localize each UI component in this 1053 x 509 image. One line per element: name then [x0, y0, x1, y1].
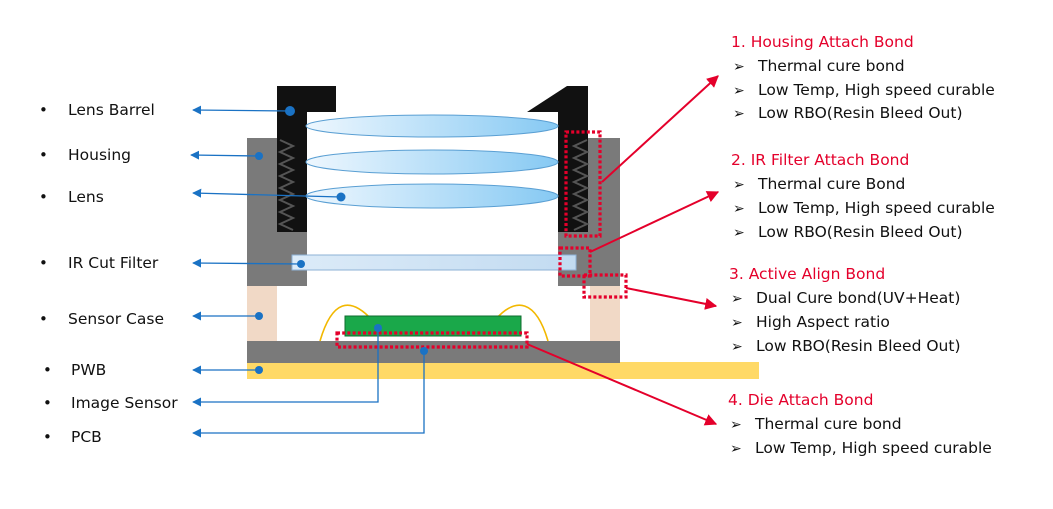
arrow-marker: ➢: [731, 315, 743, 331]
bullet: •: [43, 428, 52, 446]
dot-pwb: [255, 366, 263, 374]
wire-bond-right: [494, 304, 549, 342]
dot-lens: [336, 192, 346, 202]
label-lens-barrel: Lens Barrel: [68, 101, 155, 119]
arrow-marker: ➢: [730, 417, 742, 433]
lens-element-2: [305, 149, 559, 175]
die-attach-bond-area: [335, 331, 529, 349]
label-ir-cut-filter: IR Cut Filter: [68, 254, 159, 272]
bond-property: Low Temp, High speed curable: [755, 439, 992, 457]
bond-property: Low Temp, High speed curable: [758, 199, 995, 217]
callout-image-sensor: [192, 328, 379, 407]
pwb: [247, 362, 759, 379]
ir-filter-attach-bond-area: [558, 246, 592, 278]
bond-property: High Aspect ratio: [756, 313, 890, 331]
bullet: •: [43, 361, 52, 379]
label-sensor-case: Sensor Case: [68, 310, 164, 328]
dot-image-sensor: [374, 324, 382, 332]
arrow-marker: ➢: [730, 441, 742, 457]
callout-lens-barrel: [192, 105, 291, 115]
callout-pcb: [192, 351, 425, 438]
dot-sensor-case: [255, 312, 263, 320]
bullet: •: [39, 254, 48, 272]
callout-dots: [255, 106, 428, 374]
bond-group-die-attach: 4. Die Attach Bond ➢ Thermal cure bond ➢…: [728, 391, 992, 457]
bond-property: Dual Cure bond(UV+Heat): [756, 289, 960, 307]
housing-attach-bond-area: [564, 130, 602, 238]
sensor-case-right: [590, 286, 620, 342]
bond-property: Thermal cure Bond: [757, 175, 905, 193]
arrow-marker: ➢: [733, 106, 745, 122]
leader-active-align: [625, 287, 718, 310]
callout-ir-cut-filter: [192, 258, 302, 268]
leader-housing-attach: [601, 75, 719, 183]
callout-lens: [192, 188, 342, 198]
bond-property: Thermal cure bond: [757, 57, 905, 75]
image-sensor-die: [344, 315, 522, 337]
heading-ir-filter-attach-bond: 2. IR Filter Attach Bond: [731, 151, 909, 169]
bond-property: Low RBO(Resin Bleed Out): [758, 223, 963, 241]
arrow-marker: ➢: [733, 201, 745, 217]
heading-housing-attach-bond: 1. Housing Attach Bond: [731, 33, 914, 51]
arrow-marker: ➢: [731, 291, 743, 307]
bond-property: Thermal cure bond: [754, 415, 902, 433]
bullet: •: [39, 310, 48, 328]
module-structure: [247, 86, 759, 379]
heading-active-align-bond: 3. Active Align Bond: [729, 265, 885, 283]
bullet: •: [39, 188, 48, 206]
dot-pcb: [420, 347, 428, 355]
bond-property: Low Temp, High speed curable: [758, 81, 995, 99]
component-label-list: • Lens Barrel • Housing • Lens • IR Cut …: [39, 101, 178, 446]
bond-group-active-align: 3. Active Align Bond ➢ Dual Cure bond(UV…: [729, 265, 961, 355]
arrow-marker: ➢: [733, 177, 745, 193]
active-align-bond-area: [582, 273, 628, 299]
bullet: •: [39, 146, 48, 164]
leader-die-attach: [526, 343, 718, 426]
lens-barrel-right: [527, 86, 588, 232]
arrow-marker: ➢: [733, 83, 745, 99]
component-callouts: [190, 105, 425, 438]
bond-leaders: [526, 75, 720, 426]
bond-areas: [335, 130, 628, 349]
dot-housing: [255, 152, 263, 160]
housing-thread-left: [277, 139, 296, 231]
arrow-marker: ➢: [733, 225, 745, 241]
arrow-marker: ➢: [731, 339, 743, 355]
dot-lens-barrel: [285, 106, 295, 116]
arrow-marker: ➢: [733, 59, 745, 75]
bullet: •: [39, 101, 48, 119]
bond-group-housing-attach: 1. Housing Attach Bond ➢ Thermal cure bo…: [731, 33, 995, 122]
label-pwb: PWB: [71, 361, 106, 379]
bond-property: Low RBO(Resin Bleed Out): [758, 104, 963, 122]
label-housing: Housing: [68, 146, 131, 164]
label-pcb: PCB: [71, 428, 102, 446]
bond-property: Low RBO(Resin Bleed Out): [756, 337, 961, 355]
heading-die-attach-bond: 4. Die Attach Bond: [728, 391, 873, 409]
housing-thread-right: [571, 139, 590, 231]
label-image-sensor: Image Sensor: [71, 394, 178, 412]
callout-housing: [190, 150, 260, 160]
label-lens: Lens: [68, 188, 104, 206]
bond-group-ir-filter-attach: 2. IR Filter Attach Bond ➢ Thermal cure …: [731, 151, 995, 241]
bullet: •: [43, 394, 52, 412]
wire-bond-left: [319, 304, 373, 342]
dot-ir-cut-filter: [297, 260, 305, 268]
lens-element-1: [305, 114, 559, 138]
leader-ir-filter-attach: [589, 191, 720, 253]
ir-cut-filter: [291, 254, 577, 271]
